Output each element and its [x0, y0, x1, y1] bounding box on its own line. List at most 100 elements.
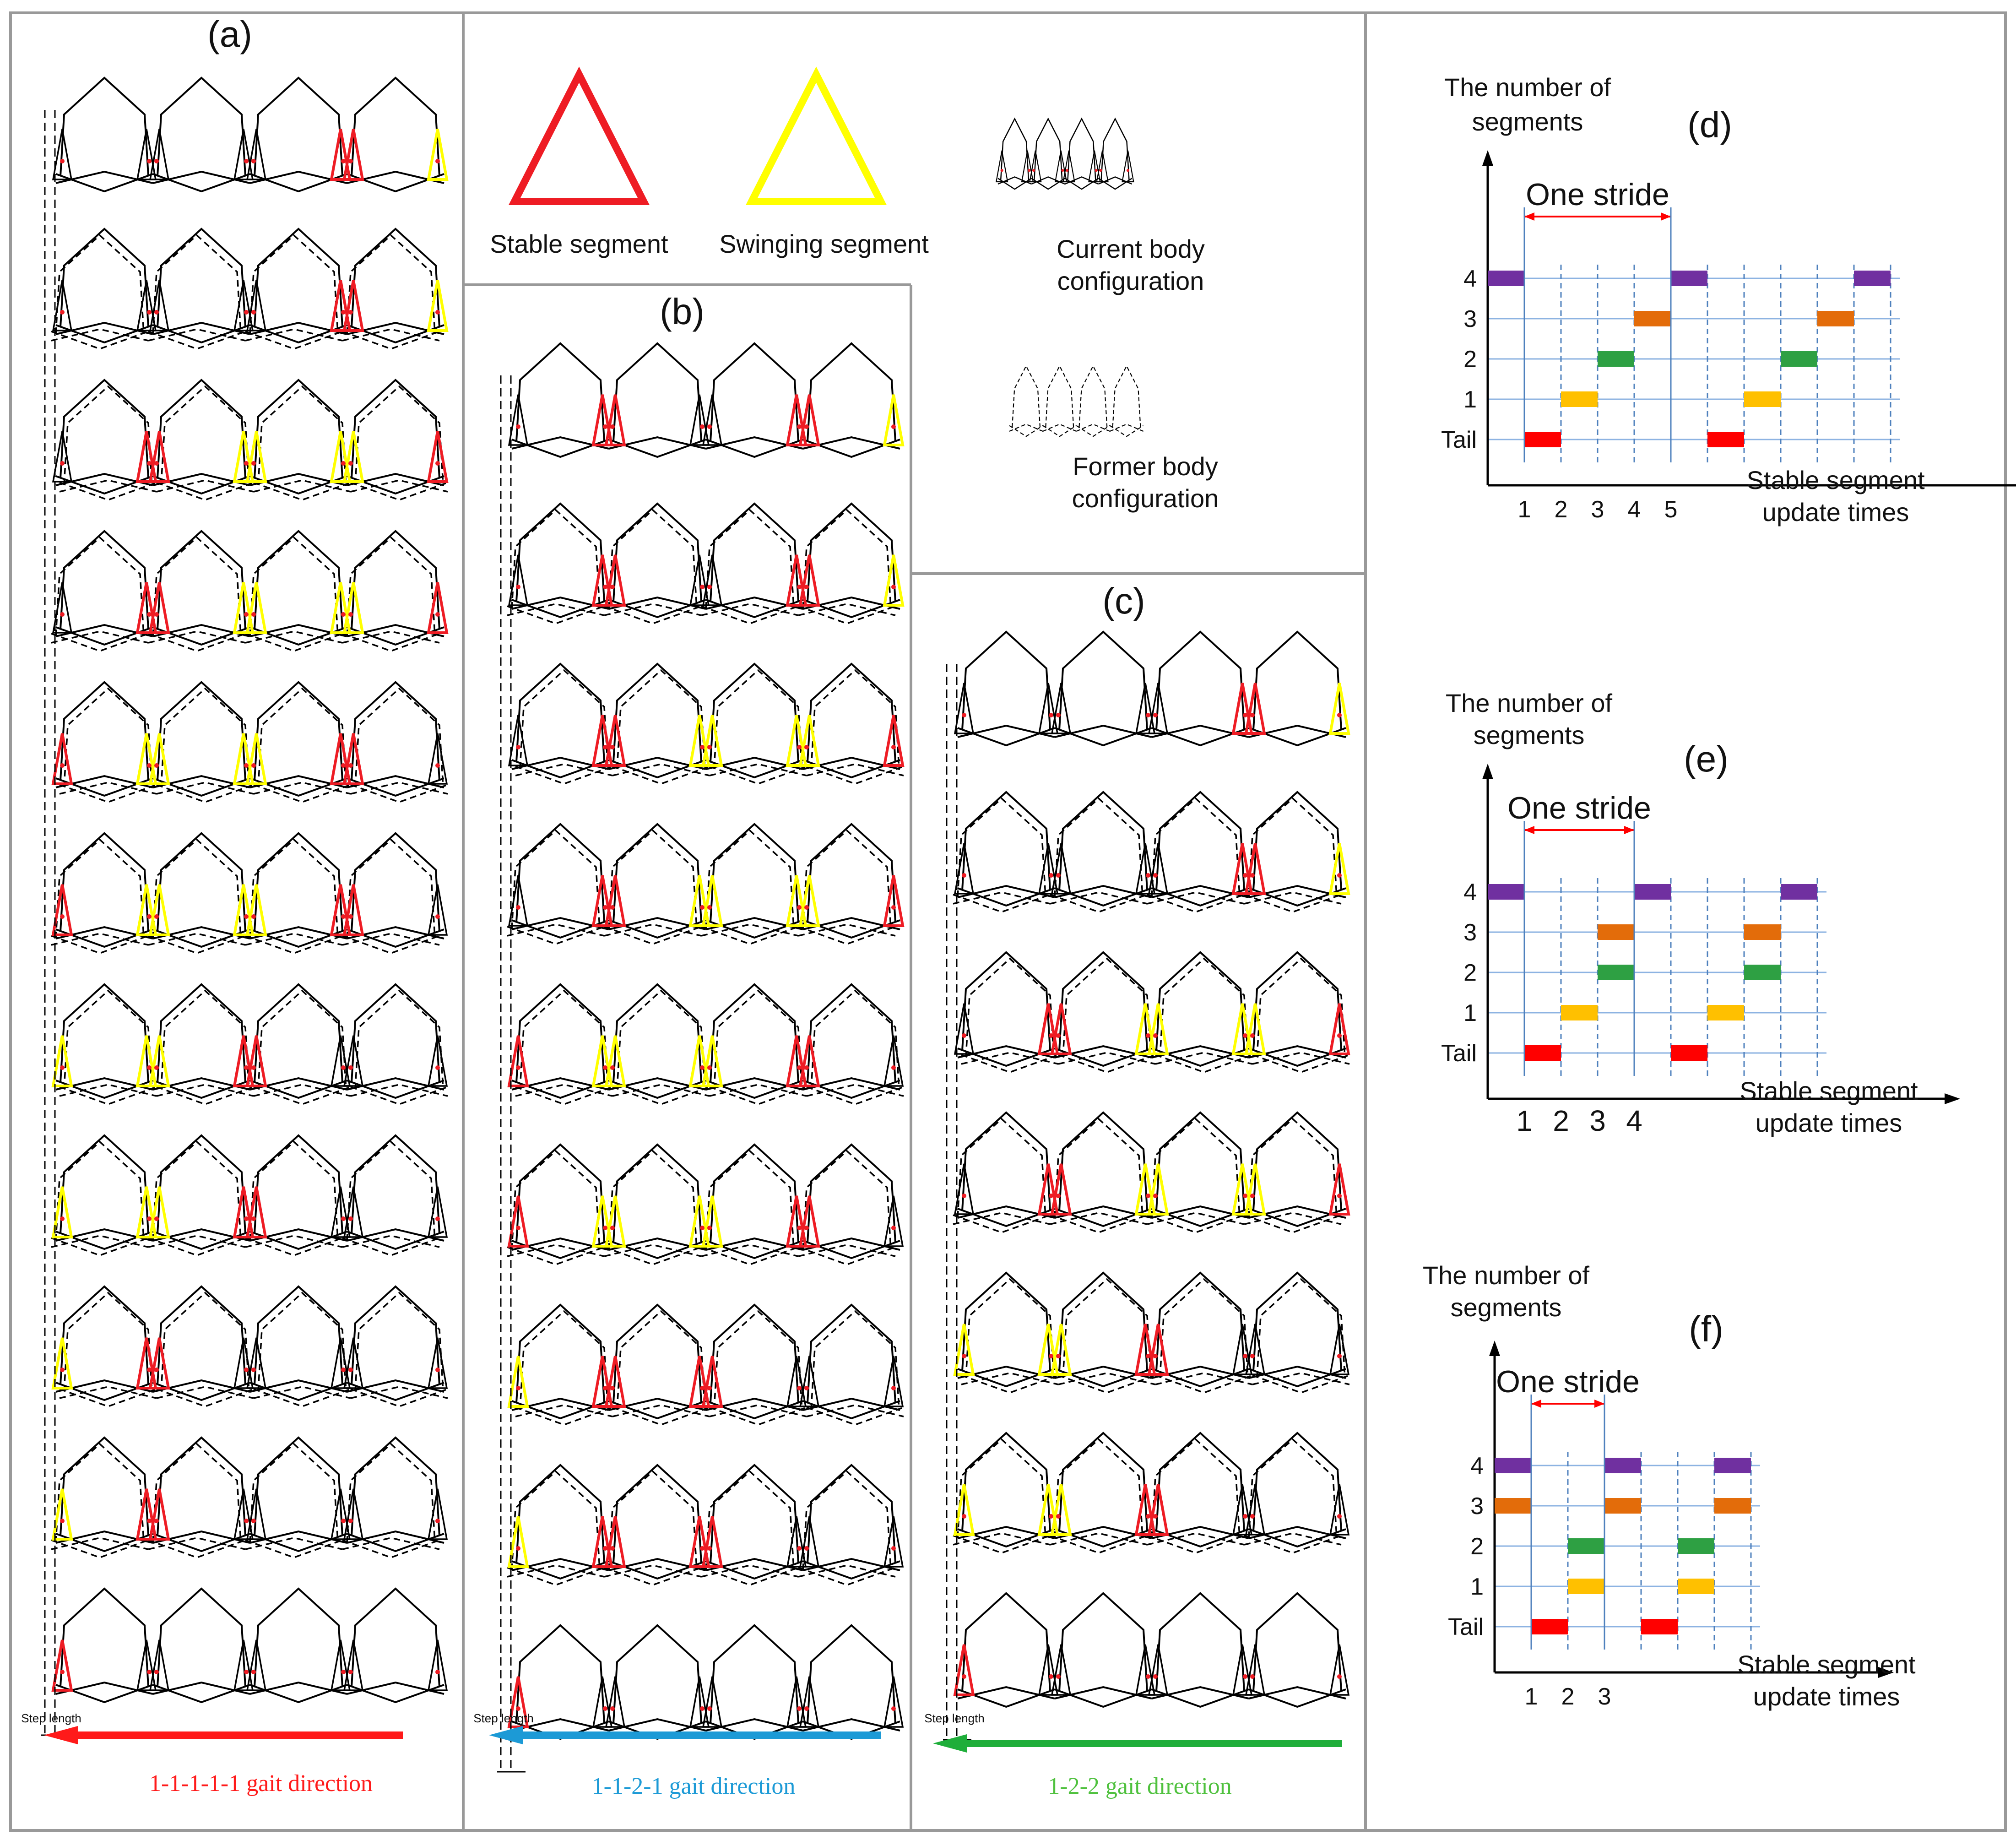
joint-dot [147, 612, 152, 617]
joint-dot [1250, 1194, 1255, 1198]
segment-outline [157, 1587, 246, 1688]
segment-base [701, 1246, 799, 1265]
joint-dot [154, 763, 159, 768]
joint-dot [707, 1546, 712, 1551]
segment-outline [351, 832, 440, 932]
segment-outline [710, 823, 799, 923]
segment-outline [515, 823, 605, 923]
segment-base [709, 1406, 807, 1426]
segment-base [1031, 176, 1065, 185]
segment-base [51, 633, 149, 652]
segment-base [156, 782, 254, 795]
segment-base [51, 331, 149, 350]
segment-base [51, 935, 149, 954]
segment-base [148, 1537, 246, 1550]
timing-bar [1598, 965, 1634, 980]
segment-outline [60, 228, 149, 328]
joint-dot [435, 1065, 440, 1070]
segment-base [961, 1052, 1059, 1065]
segment-outline [249, 1140, 339, 1241]
joint-dot [341, 1368, 346, 1372]
stable-segment-marker [604, 394, 626, 446]
joint-dot [244, 1519, 249, 1523]
swinging-segment-marker [1328, 843, 1350, 895]
segment-outline [1058, 1271, 1148, 1372]
segment-base [1244, 1535, 1342, 1554]
segment-outline [802, 829, 892, 929]
joint-marker [246, 1337, 267, 1389]
segment-base [1098, 178, 1133, 190]
segment-outline [1100, 117, 1130, 180]
segment-base [59, 784, 157, 803]
direction-arrow-b [489, 1726, 881, 1744]
joint-dot [147, 461, 152, 466]
joint-dot [707, 424, 712, 429]
joint-dot [1049, 1033, 1053, 1038]
swinging-segment-marker [233, 431, 255, 483]
segment-base [507, 1246, 605, 1265]
stable-segment-marker [701, 1516, 723, 1568]
segment-outline [254, 832, 343, 932]
stable-segment-marker [507, 1195, 529, 1248]
segment-outline [961, 1271, 1051, 1372]
joint-dot [700, 1546, 705, 1551]
segment-outline [807, 342, 896, 442]
joint-marker [233, 129, 254, 180]
stable-segment-marker [591, 1356, 613, 1408]
joint-dot [1095, 169, 1098, 172]
stable-segment-marker [591, 394, 613, 446]
segment-outline [55, 1140, 145, 1241]
segment-outline [608, 1150, 698, 1250]
segment-base [1244, 1212, 1342, 1225]
joint-dot [251, 1368, 256, 1372]
segment-outline [515, 502, 605, 602]
stable-segment-marker [507, 1676, 529, 1728]
swinging-segment-marker [688, 875, 710, 927]
joint-dot [603, 1226, 607, 1230]
segment-base [1058, 1372, 1156, 1385]
segment-base [148, 328, 246, 342]
joint-dot [147, 1368, 152, 1372]
segment-base [806, 763, 904, 776]
timing-bar [1678, 1538, 1714, 1554]
segment-outline [351, 530, 440, 630]
segment-base [253, 1086, 351, 1105]
segment-base [253, 482, 351, 501]
row-label: Tail [1448, 1614, 1484, 1640]
segment-outline [346, 1140, 436, 1241]
segment-outline [515, 342, 605, 442]
segment-outline [1155, 791, 1245, 891]
segment-outline [612, 502, 702, 602]
segment-base [604, 1246, 702, 1265]
joint-dot [700, 1226, 705, 1230]
segment-base [507, 605, 605, 624]
segment-outline [802, 509, 892, 609]
joint-dot [1337, 1514, 1342, 1519]
segment-base [1050, 1214, 1148, 1233]
stable-segment-marker [51, 733, 73, 785]
segment-outline [511, 1470, 601, 1570]
joint-marker [246, 1488, 267, 1540]
joint-marker [136, 280, 157, 331]
timing-bar [1604, 1498, 1641, 1514]
joint-dot [1153, 1194, 1158, 1198]
chart-panel-label: (e) [1684, 738, 1729, 779]
stable-segment-marker [51, 1639, 73, 1692]
swinging-segment-marker [1037, 1484, 1059, 1536]
robot-row [507, 983, 904, 1099]
stable-segment-label: Stable segment [490, 229, 668, 258]
segment-base [1252, 1052, 1350, 1065]
segment-outline [351, 1587, 440, 1688]
stable-segment-marker [591, 875, 613, 927]
tick-label: 3 [1598, 1683, 1611, 1710]
segment-outline [515, 983, 605, 1083]
segment-outline [152, 536, 242, 636]
joint-dot [251, 763, 256, 768]
segment-base [997, 176, 1032, 185]
joint-dot [251, 461, 256, 466]
y-axis-title-line2: segments [1451, 1293, 1562, 1322]
stable-segment-marker [330, 733, 352, 785]
stride-arrow-head [1661, 212, 1671, 221]
row-label: 4 [1463, 879, 1477, 906]
joint-dot [891, 1065, 896, 1070]
